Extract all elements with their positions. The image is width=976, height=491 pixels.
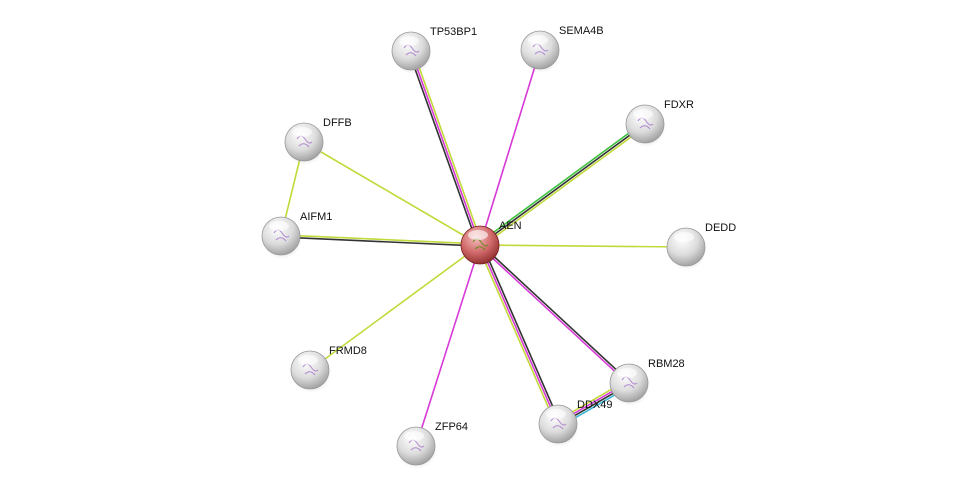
evidence-line-text_mining: [479, 244, 687, 248]
node-label: DEDD: [705, 222, 736, 234]
evidence-line-experiments: [410, 50, 481, 246]
evidence-line-coexpression: [408, 51, 479, 247]
evidence-line-text_mining: [477, 245, 557, 426]
node-highlight: [617, 368, 637, 378]
evidence-line-experiments: [479, 49, 541, 246]
node-label: FDXR: [664, 99, 694, 111]
evidence-line-text_mining: [480, 125, 647, 248]
evidence-line-text_mining: [309, 244, 481, 371]
node-highlight: [269, 221, 289, 231]
node-label: ZFP64: [435, 421, 468, 433]
evidence-line-coexpression: [280, 236, 480, 247]
evidence-line-text_mining: [281, 234, 481, 245]
node-highlight: [298, 355, 318, 365]
evidence-line-text_mining: [412, 49, 483, 245]
edge-aen-aifm1[interactable]: [280, 234, 481, 247]
node-label: TP53BP1: [430, 26, 477, 38]
evidence-line-experiments: [478, 245, 629, 385]
evidence-line-experiments: [479, 244, 559, 425]
node-label: AIFM1: [300, 211, 332, 223]
node-zfp64[interactable]: ZFP64: [396, 421, 468, 469]
edge-aen-dffb[interactable]: [303, 141, 481, 246]
edge-aen-frmd8[interactable]: [309, 244, 481, 371]
node-highlight: [399, 36, 419, 46]
node-rbm28[interactable]: RBM28: [609, 358, 685, 406]
node-highlight: [292, 127, 312, 137]
node-highlight: [528, 35, 548, 45]
node-sema4b[interactable]: SEMA4B: [520, 25, 604, 73]
evidence-line-coexpression: [480, 243, 631, 383]
node-aifm1[interactable]: AIFM1: [261, 211, 332, 259]
evidence-line-coexpression: [481, 243, 561, 424]
evidence-line-neighborhood: [478, 121, 645, 244]
node-aen[interactable]: AEN: [460, 220, 522, 268]
node-highlight: [674, 232, 694, 242]
node-frmd8[interactable]: FRMD8: [290, 345, 367, 393]
node-highlight: [546, 409, 566, 419]
node-label: SEMA4B: [559, 25, 604, 37]
edge-aen-dedd[interactable]: [479, 244, 687, 248]
node-highlight: [633, 109, 653, 119]
node-ddx49[interactable]: DDX49: [538, 399, 612, 447]
evidence-line-text_mining: [303, 141, 481, 246]
node-highlight: [404, 431, 424, 441]
node-tp53bp1[interactable]: TP53BP1: [391, 26, 477, 74]
evidence-line-experiments: [415, 244, 481, 447]
node-label: DFFB: [323, 117, 352, 129]
edge-aen-ddx49[interactable]: [477, 243, 561, 426]
edge-aen-rbm28[interactable]: [478, 243, 631, 385]
edge-aen-tp53bp1[interactable]: [408, 49, 483, 247]
node-dffb[interactable]: DFFB: [284, 117, 352, 165]
node-dedd[interactable]: DEDD: [666, 222, 736, 270]
node-label: FRMD8: [329, 345, 367, 357]
edge-aen-sema4b[interactable]: [479, 49, 541, 246]
node-label: RBM28: [648, 358, 685, 370]
node-highlight: [468, 230, 488, 240]
node-fdxr[interactable]: FDXR: [625, 99, 694, 147]
node-label: AEN: [499, 220, 522, 232]
evidence-line-coexpression: [479, 123, 646, 246]
edge-aen-zfp64[interactable]: [415, 244, 481, 447]
node-label: DDX49: [577, 399, 612, 411]
edge-aen-fdxr[interactable]: [478, 121, 647, 248]
